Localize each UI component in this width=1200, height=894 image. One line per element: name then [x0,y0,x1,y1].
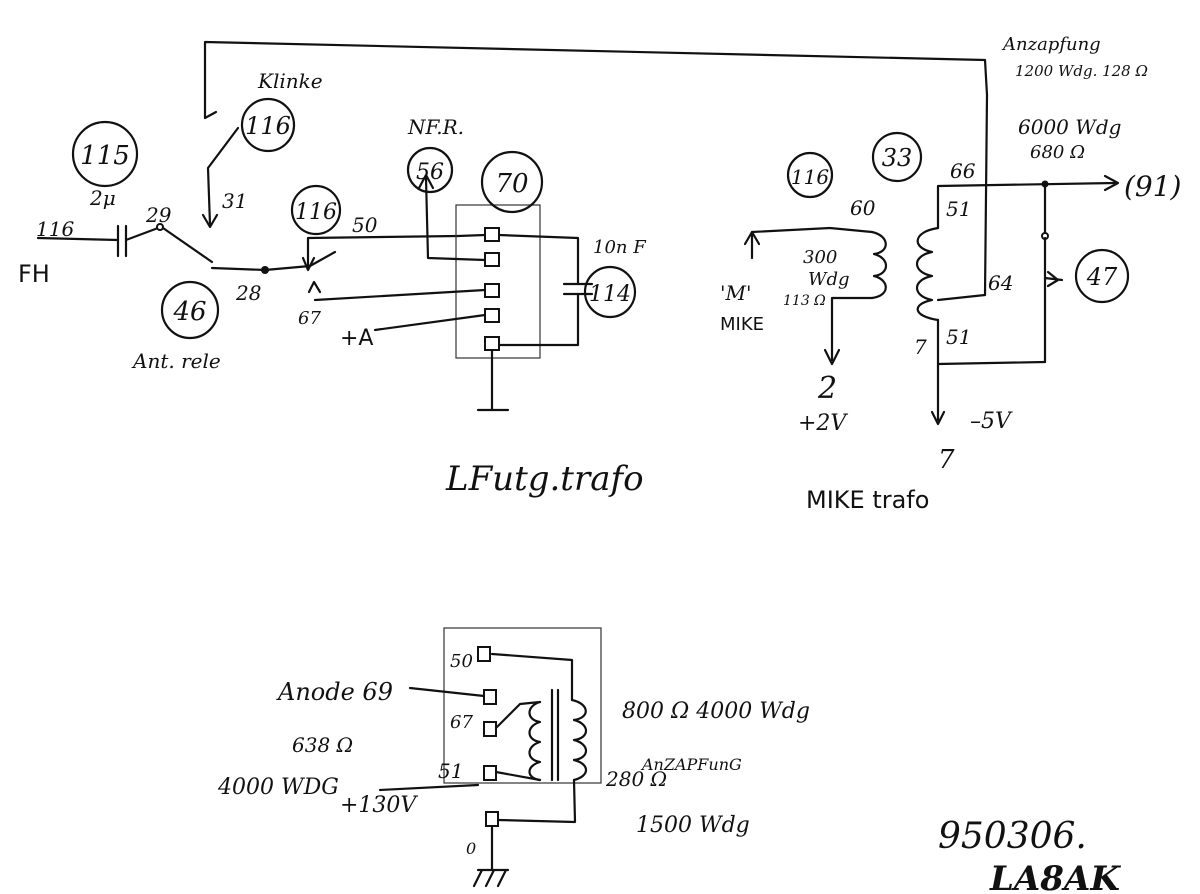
circle-115 [71,120,139,188]
mike-transformer-section [743,131,1130,426]
nfr-wire [424,176,487,262]
ohm-638-label: 638 Ω [292,733,353,757]
node-50: 50 [352,213,378,237]
node-28: 28 [235,281,261,305]
tap-detail: 1200 Wdg. 128 Ω [1015,62,1148,80]
output-secondary-coil [528,700,542,782]
label-47: 47 [1086,263,1118,291]
label-56: 56 [416,160,444,185]
mike-m-label: 'M' [720,281,751,305]
out-91-label: (91) [1124,170,1181,203]
lf-transformer-section [36,40,989,412]
output-transformer-frame [443,627,602,784]
plus-2v-label: +2V [798,411,848,436]
wdg-1500-label: 1500 Wdg [636,813,750,838]
lf-transformer-frame [455,204,541,359]
mike-text: MIKE [720,314,764,335]
ohm-680-label: 680 Ω [1030,142,1085,163]
nfr-label: NF.R. [407,115,464,139]
mike-secondary-coil [915,226,940,322]
date-label: 950306. [938,816,1087,857]
label-114: 114 [589,282,631,307]
mike-input-wire [750,226,874,260]
klinke-label: Klinke [257,69,323,93]
anode-label: Anode 69 [276,678,393,706]
capacitor-10nf [562,282,594,296]
node-29: 29 [145,203,172,227]
label-46: 46 [172,297,206,327]
wdg-unit-label: Wdg [808,269,850,290]
node-51-top: 51 [946,197,971,221]
feedback-arrow [203,110,218,120]
node-51-bottom: 51 [946,325,971,349]
fh-label: FH [18,260,50,288]
anode-wire [408,686,486,698]
circle-116-mike [786,151,834,199]
tap-label: Anzapfung [1001,34,1101,55]
plus-a-label: +A [340,326,373,351]
ohm-280-label: 280 Ω [605,767,667,791]
circle-46 [160,280,220,340]
mike-section-title: MIKE trafo [806,486,929,514]
node-60: 60 [850,196,876,220]
label-70: 70 [495,169,528,199]
ohm-800-wdg-4000-label: 800 Ω 4000 Wdg [622,699,810,724]
node-116-fh: 116 [36,217,74,241]
label-115: 115 [80,141,130,171]
label-116-mike: 116 [791,165,829,189]
output-core [550,688,560,782]
klinke-arrow [206,126,240,227]
wdg-6000-label: 6000 Wdg [1018,115,1121,139]
signature-label: LA8AK [989,859,1121,894]
capacitor-2u [116,224,128,258]
anzapfung-label: AnZAPFunG [640,755,742,774]
circle-114 [583,265,637,319]
circle-56 [406,146,454,194]
label-33: 33 [882,144,913,172]
circle-116-switch [290,184,342,236]
label-116-klinke: 116 [245,112,291,140]
out-node-0: 0 [466,839,476,858]
out-node-67: 67 [450,712,473,733]
feedback-wire [203,40,989,297]
ant-relay-switch [161,226,214,264]
node-7-bottom: 7 [938,445,955,475]
ant-rele-label: Ant. rele [131,349,221,373]
plus130v-wire [378,783,480,792]
node-67: 67 [298,308,321,329]
mike-primary-coil [870,230,888,300]
circle-47 [1074,248,1130,304]
output-transformer-section [378,627,602,888]
fh-input-wire [36,236,120,242]
plus-130v-label: +130V [340,793,418,818]
cap-10nf-label: 10n F [593,237,647,258]
minus-5v-label: –5V [970,409,1013,434]
circle-116-klinke [240,97,296,153]
circle-33 [871,131,923,183]
out-node-51: 51 [438,759,463,783]
circle-70 [480,150,544,214]
node-2: 2 [817,371,837,406]
output-ground [472,824,510,888]
label-116-switch: 116 [295,200,337,225]
output-primary-coil [570,698,588,782]
node-31: 31 [222,189,247,213]
wdg-300-label: 300 [803,247,837,268]
lf-section-title: LFutg.trafo [445,459,644,499]
cap-2u-label: 2μ [89,186,116,210]
node-64: 64 [988,271,1013,295]
ohm-113-label: 113 Ω [783,293,826,309]
ground-wire [476,348,510,412]
node-7-coil: 7 [914,335,927,359]
node-66: 66 [950,159,976,183]
out-node-50: 50 [450,651,473,672]
wdg-4000-left-label: 4000 WDG [217,775,339,800]
